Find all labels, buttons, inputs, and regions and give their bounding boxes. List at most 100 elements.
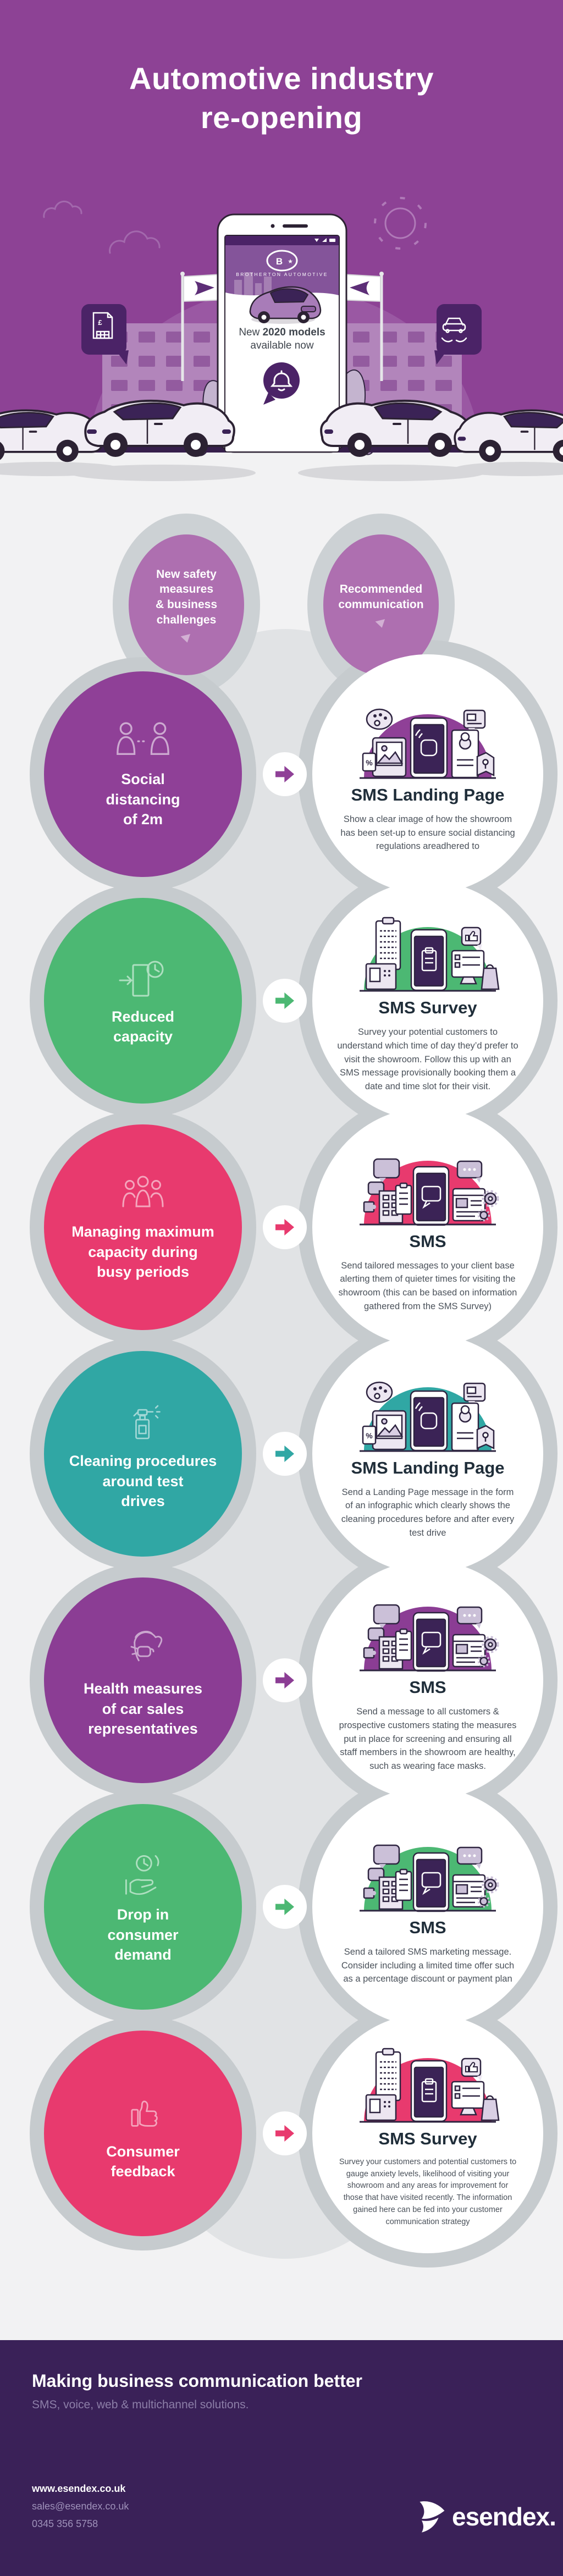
row-managing-capacity: Managing maximum capacity during busy pe… [0,1093,563,1361]
communication-description: Survey your customers and potential cust… [339,2157,517,2226]
invoice-bubble-icon: £ [81,304,129,365]
notification-bell-icon [263,362,300,405]
communication-circle: SMS Send tailored messages to your clien… [312,1107,543,1347]
phone-headline-line1: New 2020 models [239,327,325,338]
capacity-icon [119,961,164,997]
challenge-label: Managing maximum capacity during busy pe… [71,1223,214,1281]
arrow-right-icon [275,766,294,782]
communication-circle: SMS Send a tailored SMS marketing messag… [312,1787,543,2027]
communication-circle: SMS Landing Page Show a clear image of h… [312,654,543,894]
communication-header-label: Recommended communication [338,583,424,611]
challenges-header-label: New safety measures & business challenge… [155,567,218,626]
communication-description: Send a Landing Page message in the form … [341,1487,515,1538]
chevron-down-icon [375,619,387,629]
sun-icon [374,197,427,250]
challenge-circle: Social distancing of 2m [44,671,242,877]
communication-title: SMS [409,1917,446,1937]
chevron-down-icon [180,634,192,644]
esendex-wordmark: esendex. [452,2502,556,2531]
footer-tagline: Making business communication better [32,2371,362,2391]
communication-title: SMS Survey [378,2128,477,2148]
row-social-distancing: Social distancing of 2m SMS Landing Page… [0,640,563,908]
challenge-label: Health measures of car sales representat… [83,1680,203,1737]
email-link[interactable]: sales@esendex.co.uk [32,2501,129,2512]
communication-circle: SMS Landing Page Send a Landing Page mes… [312,1334,543,1574]
arrow-right-icon [275,992,294,1009]
communication-circle: SMS Survey Survey your customers and pot… [312,2014,543,2253]
challenge-circle: Managing maximum capacity during busy pe… [44,1124,242,1330]
demand-icon [125,1855,159,1895]
footer: Making business communication better SMS… [0,2340,563,2576]
arrow-circle [263,1658,307,1702]
arrow-circle [263,752,307,796]
communication-description: Survey your potential customers to under… [337,1027,518,1092]
communication-title: SMS Landing Page [351,1458,505,1477]
communication-circle: SMS Send a message to all customers & pr… [312,1560,543,1800]
communication-title: SMS [409,1678,446,1697]
communication-title: SMS Survey [378,998,477,1018]
brotherton-brand-text: BROTHERTON AUTOMOTIVE [236,272,328,277]
challenge-label: Reduced capacity [111,1008,175,1045]
challenge-label: Drop in consumer demand [107,1906,179,1963]
challenge-circle: Reduced capacity [44,898,242,1104]
title-line-1: Automotive industry [129,61,434,96]
challenge-label: Cleaning procedures around test drives [69,1453,217,1510]
sms-illustration [345,1824,510,1912]
row-consumer-feedback: Consumer feedback SMS Survey Survey your… [0,1999,563,2268]
website-link[interactable]: www.esendex.co.uk [32,2483,126,2494]
phone-headline-line2: available now [250,340,313,351]
phone-mockup: B ★ BROTHERTON AUTOMOTIVE New 2020 model… [217,213,347,453]
communication-description: Show a clear image of how the showroom h… [340,814,515,852]
esendex-logo: esendex. [417,2500,556,2534]
svg-text:£: £ [98,318,102,327]
challenges-header-circle: New safety measures & business challenge… [129,534,244,675]
page-title: Automotive industry re-opening [0,59,563,137]
phone-link[interactable]: 0345 356 5758 [32,2518,98,2530]
arrow-circle [263,2111,307,2155]
svg-text:★: ★ [288,258,293,265]
arrow-circle [263,1205,307,1249]
survey-illustration [345,904,510,992]
car-shadows [0,462,563,481]
spray-icon [133,1405,161,1439]
arrow-right-icon [275,1219,294,1235]
communication-title: SMS Landing Page [351,785,505,804]
mask-icon [130,1631,163,1662]
crowd-icon [122,1176,164,1207]
footer-subtitle: SMS, voice, web & multichannel solutions… [32,2398,249,2411]
row-reduced-capacity: Reduced capacity SMS Survey Survey your … [0,867,563,1135]
status-bar-icons [314,238,335,242]
row-cleaning-procedures: Cleaning procedures around test drives S… [0,1320,563,1588]
arrow-right-icon [275,2125,294,2142]
arrow-circle [263,1432,307,1476]
thumbsup-icon [131,2100,158,2127]
landing-page-illustration [345,692,510,780]
communication-description: Send tailored messages to your client ba… [338,1260,517,1311]
arrow-circle [263,979,307,1023]
row-health-measures: Health measures of car sales representat… [0,1546,563,1814]
svg-text:B: B [276,256,283,267]
arrow-right-icon [275,1672,294,1689]
challenge-circle: Health measures of car sales representat… [44,1577,242,1783]
communication-description: Send a tailored SMS marketing message. C… [341,1946,515,1984]
title-line-2: re-opening [200,100,363,135]
challenge-label: Consumer feedback [106,2143,180,2180]
survey-illustration [345,2036,510,2123]
contact-block: www.esendex.co.uk sales@esendex.co.uk 03… [32,2480,129,2533]
communication-circle: SMS Survey Survey your potential custome… [312,881,543,1121]
challenge-circle: Cleaning procedures around test drives [44,1351,242,1557]
challenge-circle: Consumer feedback [44,2031,242,2236]
communication-header-circle: Recommended communication [323,534,439,675]
sms-illustration [345,1584,510,1672]
landing-page-illustration [345,1365,510,1453]
arrow-circle [263,1885,307,1929]
communication-title: SMS [409,1231,446,1251]
challenge-label: Social distancing of 2m [106,771,180,828]
arrow-right-icon [275,1899,294,1915]
phone-car-illustration [249,286,322,324]
hero-illustration: £ [0,197,563,481]
brotherton-logo: B ★ [266,250,298,272]
esendex-mark-icon [420,2501,445,2533]
car-care-bubble-icon [434,304,482,365]
